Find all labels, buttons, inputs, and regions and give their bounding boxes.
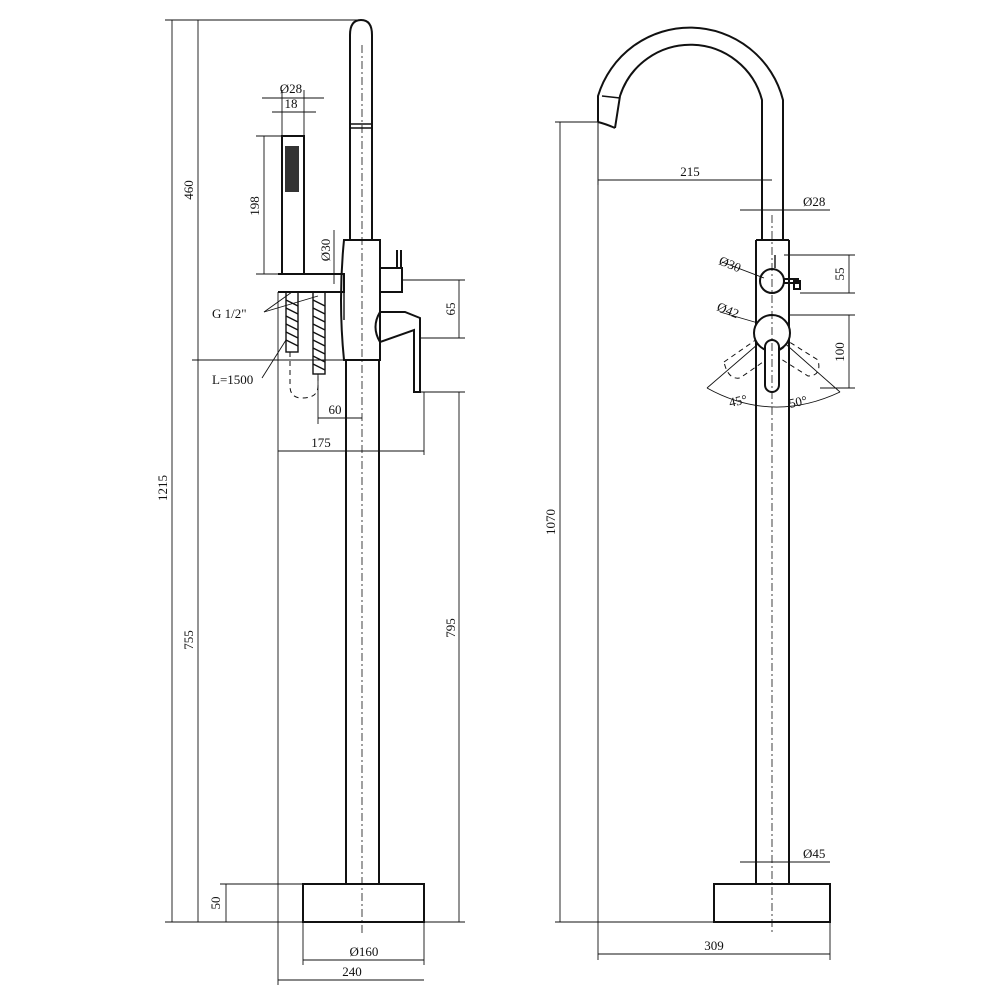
- handle-sweep-arc: [706, 387, 841, 408]
- dim-body-height: 795: [443, 618, 458, 638]
- dim-hand-shower-length: 198: [247, 196, 262, 216]
- dim-hand-shower-diameter: Ø28: [280, 81, 302, 96]
- gooseneck-spout-inner: [597, 26, 784, 240]
- hand-shower-holder: [278, 273, 345, 293]
- label-thread: G 1/2": [212, 306, 247, 321]
- dim-total-height: 1215: [155, 475, 170, 501]
- dim-spout-reach: 215: [680, 164, 700, 179]
- dim-hand-shower-width: 18: [285, 96, 298, 111]
- diverter-knob: [379, 267, 403, 293]
- dim-holder-offset: 60: [329, 402, 342, 417]
- dim-base-diameter: Ø160: [350, 944, 379, 959]
- dim-mixer-height: 100: [832, 342, 847, 362]
- dim-base-width: 240: [342, 964, 362, 979]
- dim-handle-projection: 175: [311, 435, 331, 450]
- hoses: [285, 291, 326, 399]
- dim-diverter-diameter: Ø30: [717, 253, 743, 275]
- mixer-handle: [374, 311, 421, 393]
- upper-pipe: [349, 18, 373, 240]
- dim-handle-offset: 65: [443, 303, 458, 316]
- base-plate: [302, 883, 425, 923]
- dim-column-diameter: Ø45: [803, 846, 825, 861]
- side-view: 1215 460 755 50 198 Ø28 18 Ø30 G 1/2" L=…: [155, 18, 465, 985]
- dim-diverter-spacing: 55: [832, 268, 847, 281]
- front-view: 1070 215 Ø28 Ø30 55 Ø42 100 45° 50° Ø45: [543, 26, 855, 960]
- dim-mixer-diameter: Ø42: [715, 299, 741, 321]
- dim-spout-height: 1070: [543, 509, 558, 535]
- hand-shower-face: [285, 146, 299, 192]
- dim-lower-height: 755: [181, 630, 196, 650]
- dim-overall-depth: 309: [704, 938, 724, 953]
- dim-holder-diameter: Ø30: [318, 239, 333, 261]
- gooseneck-spout: [614, 43, 763, 240]
- label-hose-length: L=1500: [212, 372, 253, 387]
- dim-spout-diameter: Ø28: [803, 194, 825, 209]
- mixer-body: [340, 239, 381, 361]
- dim-angle-left: 45°: [728, 391, 749, 409]
- dim-upper-height: 460: [181, 180, 196, 200]
- dim-base-height: 50: [208, 897, 223, 910]
- dim-angle-right: 50°: [788, 392, 809, 410]
